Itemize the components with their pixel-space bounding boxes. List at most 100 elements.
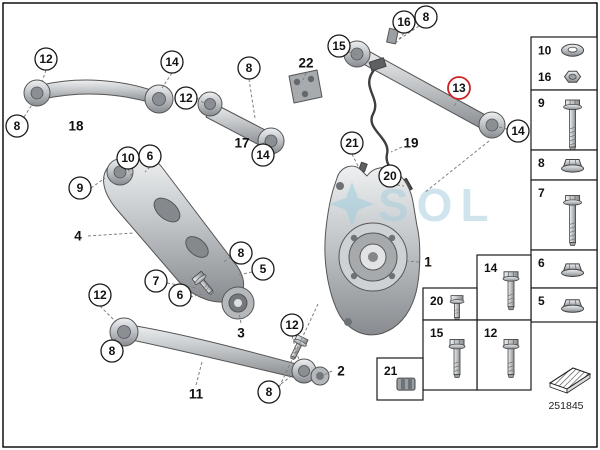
part-label-2: 2 (337, 364, 345, 379)
hardware-box-15: 15 (422, 319, 478, 391)
illustration (23, 27, 506, 386)
hardware-label-14: 14 (484, 261, 498, 275)
svg-text:8: 8 (246, 61, 253, 75)
svg-text:5: 5 (260, 262, 267, 276)
hardware-label-21: 21 (384, 364, 398, 378)
hex-nut-icon (564, 70, 582, 83)
svg-text:21: 21 (345, 136, 359, 150)
callout-8: 8 (5, 114, 29, 138)
callout-8: 8 (100, 339, 124, 363)
hardware-label-6: 6 (538, 256, 545, 270)
callout-15: 15 (327, 34, 351, 58)
callout-8: 8 (229, 241, 253, 265)
part-label-17: 17 (234, 136, 249, 151)
part-code: 251845 (548, 400, 583, 412)
callout-7: 7 (144, 269, 168, 293)
svg-text:14: 14 (165, 55, 179, 69)
hardware-box-21: 21 (376, 357, 424, 401)
callout-5: 5 (251, 257, 275, 281)
callout-9: 9 (68, 176, 92, 200)
hardware-box-10-16: 10 16 (530, 36, 598, 91)
hardware-box-7: 7 (530, 179, 598, 251)
svg-text:12: 12 (179, 91, 193, 105)
hardware-box-12: 12 (476, 319, 532, 391)
svg-text:8: 8 (238, 246, 245, 260)
leader-lines (23, 25, 508, 388)
callout-12: 12 (34, 47, 58, 71)
assembly-axis-lines (275, 140, 490, 395)
svg-text:9: 9 (77, 181, 84, 195)
callout-14: 14 (251, 143, 275, 167)
watermark: SOL (330, 179, 489, 231)
hardware-label-7: 7 (538, 186, 545, 200)
svg-text:13: 13 (452, 81, 466, 95)
part-label-11: 11 (189, 387, 204, 402)
flange-nut-icon (561, 159, 585, 173)
callout-12: 12 (280, 313, 304, 337)
svg-text:16: 16 (397, 15, 411, 29)
part-label-1: 1 (424, 255, 432, 270)
part-label-3: 3 (237, 326, 245, 341)
hardware-label-5: 5 (538, 294, 545, 308)
svg-text:12: 12 (285, 318, 299, 332)
washer-icon (561, 43, 585, 57)
part-label-22: 22 (298, 56, 313, 71)
svg-text:15: 15 (332, 39, 346, 53)
hardware-label-8: 8 (538, 156, 545, 170)
hardware-label-15: 15 (430, 326, 444, 340)
part-bracket-22 (288, 69, 323, 104)
callout-10: 10 (116, 146, 140, 170)
svg-text:8: 8 (423, 10, 430, 24)
hardware-box-14: 14 (476, 254, 532, 321)
hardware-box-6: 6 (530, 249, 598, 289)
flange-nut-icon (561, 263, 585, 277)
part-toe-arm-13 (343, 27, 506, 139)
hardware-box-5: 5 (530, 287, 598, 323)
svg-text:10: 10 (121, 151, 135, 165)
hardware-box-9: 9 (530, 89, 598, 151)
callout-8: 8 (414, 5, 438, 29)
hardware-label-9: 9 (538, 96, 545, 110)
svg-text:12: 12 (93, 288, 107, 302)
callout-20: 20 (378, 164, 402, 188)
clip-icon (396, 377, 416, 391)
hardware-box-8: 8 (530, 149, 598, 181)
part-label-19: 19 (403, 136, 418, 151)
highlighted-callout-13: 13 (447, 76, 471, 100)
svg-text:8: 8 (266, 385, 273, 399)
svg-text:8: 8 (109, 344, 116, 358)
hardware-label-10: 10 (538, 43, 552, 57)
svg-text:7: 7 (153, 274, 160, 288)
part-upper-arm-18 (23, 79, 174, 114)
svg-text:20: 20 (383, 169, 397, 183)
svg-text:12: 12 (39, 52, 53, 66)
hardware-label-16: 16 (538, 70, 552, 84)
svg-text:8: 8 (14, 119, 21, 133)
hardware-label-12: 12 (484, 326, 498, 340)
callout-6: 6 (168, 283, 192, 307)
flange-nut-icon (561, 299, 585, 313)
part-lower-control-arm-4 (103, 154, 245, 303)
callout-21: 21 (340, 131, 364, 155)
callout-16: 16 (392, 10, 416, 34)
svg-text:14: 14 (256, 148, 270, 162)
part-trailing-arm-11 (109, 317, 317, 384)
callout-14: 14 (506, 119, 530, 143)
svg-text:14: 14 (511, 124, 525, 138)
part-label-4: 4 (74, 229, 82, 244)
direction-indicator (548, 367, 592, 394)
watermark-star-icon (330, 182, 374, 226)
hardware-label-20: 20 (430, 294, 444, 308)
part-bushing-2 (310, 366, 330, 386)
part-label-18: 18 (68, 119, 84, 134)
callout-8: 8 (237, 56, 261, 80)
callout-14: 14 (160, 50, 184, 74)
svg-text:6: 6 (147, 149, 154, 163)
callout-12: 12 (174, 86, 198, 110)
callout-6: 6 (138, 144, 162, 168)
callout-8: 8 (257, 380, 281, 404)
